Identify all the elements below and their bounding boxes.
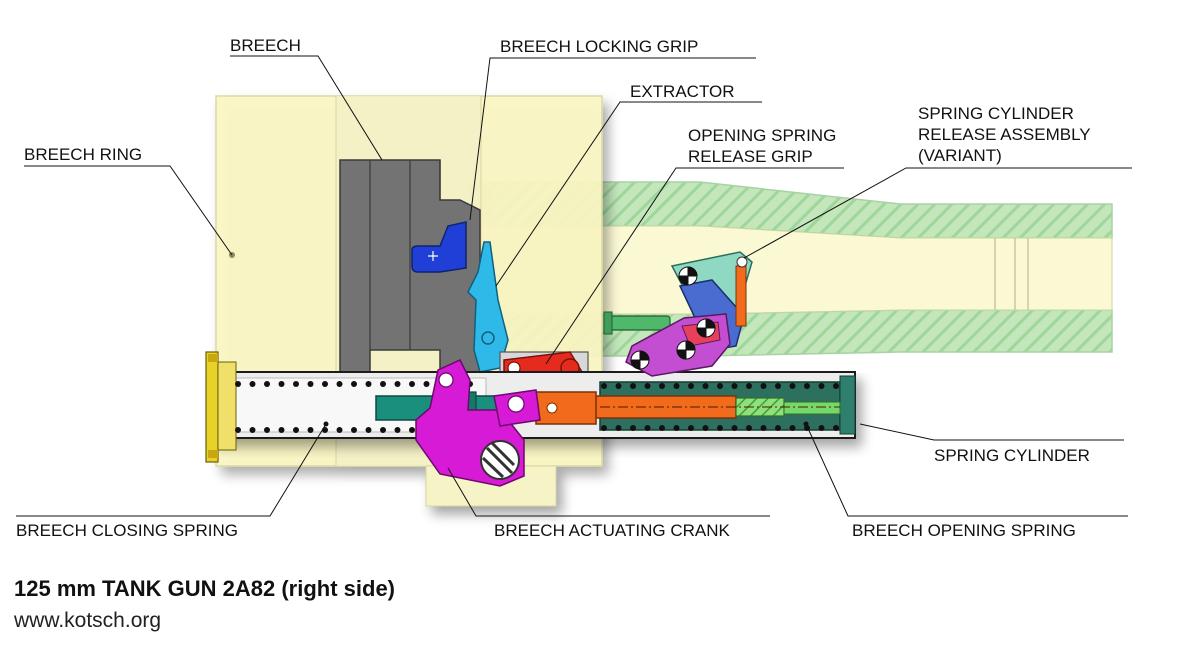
spring-coil (746, 425, 752, 431)
spring-coil (601, 425, 607, 431)
spring-coil (351, 427, 357, 433)
breech-opening-spring (601, 383, 839, 431)
spring-coil (365, 427, 372, 433)
spring-coil (760, 383, 767, 389)
spring-coil (278, 427, 285, 433)
spring-coil (322, 381, 328, 387)
label-spring-cylinder-release-line1: SPRING CYLINDER (918, 104, 1074, 123)
label-spring-cylinder-release-line3: (VARIANT) (918, 146, 1002, 165)
spring-coil (307, 381, 314, 387)
label-breech: BREECH (230, 36, 301, 55)
spring-coil (293, 381, 299, 387)
leader-dot-closing-spring (323, 421, 329, 427)
figure-title: 125 mm TANK GUN 2A82 (right side) (14, 576, 396, 601)
spring-coil (688, 383, 694, 389)
breech-actuating-crank (415, 359, 541, 487)
spring-coil (702, 425, 709, 431)
spring-coil (775, 383, 781, 389)
source-url: www.kotsch.org (14, 609, 162, 632)
label-breech-locking-grip: BREECH LOCKING GRIP (500, 37, 698, 56)
spring-coil (249, 427, 256, 433)
spring-coil (264, 381, 270, 387)
breech-locking-grip (411, 221, 467, 273)
spring-coil (380, 427, 386, 433)
label-breech-closing-spring: BREECH CLOSING SPRING (16, 521, 238, 540)
spring-coil (760, 425, 767, 431)
spring-coil (789, 383, 796, 389)
spring-coil (380, 381, 386, 387)
label-opening-spring-release-grip-line2: RELEASE GRIP (688, 147, 813, 166)
spring-coil (717, 383, 723, 389)
spring-coil (818, 383, 825, 389)
spring-coil (731, 425, 738, 431)
label-breech-actuating-crank: BREECH ACTUATING CRANK (494, 521, 730, 540)
spring-coil (688, 425, 694, 431)
spring-coil (394, 381, 401, 387)
label-spring-cylinder-release-line2: RELEASE ASSEMBLY (918, 125, 1091, 144)
leader-dot-opening-spring (803, 421, 809, 427)
spring-coil (365, 381, 372, 387)
spring-coil (659, 383, 665, 389)
spring-coil (249, 381, 256, 387)
spring-coil (789, 425, 796, 431)
label-breech-ring: BREECH RING (24, 145, 142, 164)
barrel (469, 181, 1113, 357)
spring-coil (601, 383, 607, 389)
spring-coil (235, 381, 241, 387)
spring-coil (235, 427, 241, 433)
leader-lines (16, 55, 1132, 517)
spring-coil (833, 383, 839, 389)
spring-coil (804, 383, 810, 389)
spring-coil (818, 425, 825, 431)
spring-coil (351, 381, 357, 387)
spring-coil (775, 425, 781, 431)
spring-coil (278, 381, 285, 387)
spring-coil (307, 427, 314, 433)
spring-coil (409, 427, 415, 433)
label-opening-spring-release-grip-line1: OPENING SPRING (688, 126, 836, 145)
spring-coil (394, 427, 401, 433)
spring-coil (423, 381, 430, 387)
spring-coil (409, 381, 415, 387)
spring-coil (644, 383, 651, 389)
spring-coil (336, 381, 343, 387)
spring-coil (630, 383, 636, 389)
spring-coil (659, 425, 665, 431)
spring-coil (264, 427, 270, 433)
spring-coil (833, 425, 839, 431)
spring-coil (673, 383, 680, 389)
spring-coil (293, 427, 299, 433)
spring-coil (644, 425, 651, 431)
breech-locking-grip-cross (428, 251, 438, 261)
label-breech-opening-spring: BREECH OPENING SPRING (852, 521, 1076, 540)
spring-coil (630, 425, 636, 431)
spring-coil (731, 383, 738, 389)
spring-coil (615, 383, 622, 389)
label-spring-cylinder: SPRING CYLINDER (934, 446, 1090, 465)
spring-coil (746, 383, 752, 389)
spring-coil (673, 425, 680, 431)
spring-coil (702, 383, 709, 389)
spring-coil (717, 425, 723, 431)
label-extractor: EXTRACTOR (630, 82, 735, 101)
spring-cylinder-end-cap (205, 351, 237, 463)
spring-cylinder-release-assembly (603, 251, 753, 377)
spring-coil (336, 427, 343, 433)
spring-coil (615, 425, 622, 431)
